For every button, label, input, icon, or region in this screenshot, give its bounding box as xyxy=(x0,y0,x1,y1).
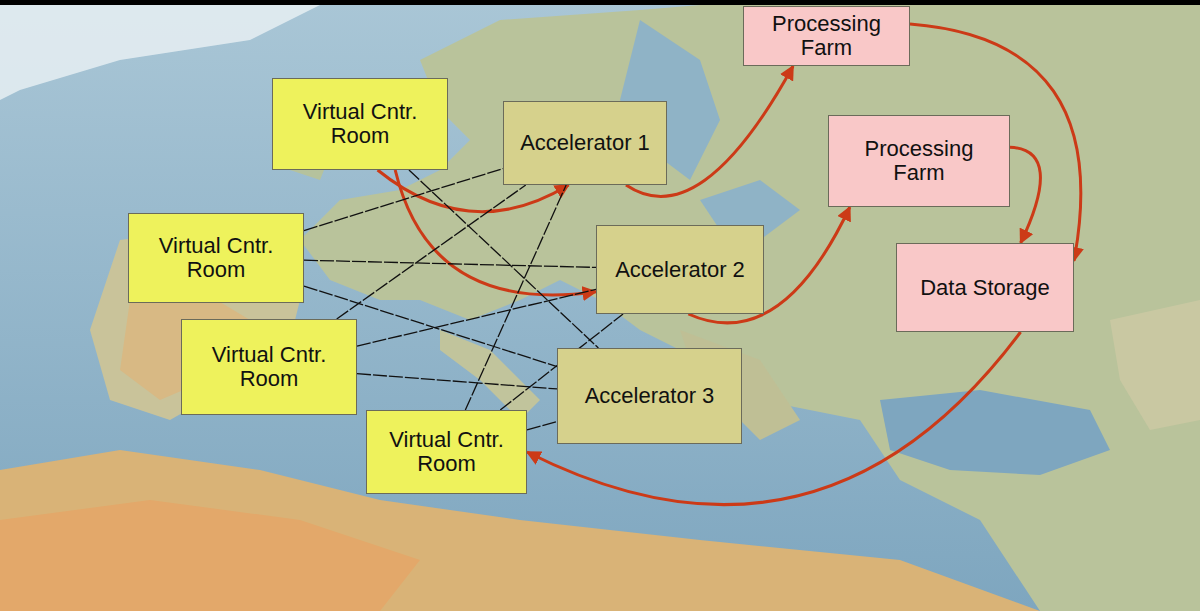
control-room-box: Virtual Cntr. Room xyxy=(181,319,357,415)
node-label: Virtual Cntr. Room xyxy=(190,343,348,391)
accelerator-box: Accelerator 3 xyxy=(557,348,742,444)
link-line xyxy=(357,374,557,389)
node-label: Virtual Cntr. Room xyxy=(137,234,295,282)
processing-box: Processing Farm xyxy=(743,6,910,66)
node-label: Processing Farm xyxy=(837,137,1001,185)
control-room-box: Virtual Cntr. Room xyxy=(366,410,527,494)
node-label: Virtual Cntr. Room xyxy=(281,100,439,148)
link-line xyxy=(465,185,566,410)
link-line xyxy=(337,185,526,319)
control-room-box: Virtual Cntr. Room xyxy=(128,213,304,303)
flow-arrow xyxy=(1010,147,1040,243)
node-label: Accelerator 3 xyxy=(585,384,715,408)
link-line xyxy=(357,289,596,346)
flow-arrow xyxy=(527,332,1021,505)
link-line xyxy=(527,422,557,430)
link-line xyxy=(409,170,598,348)
flow-arrow xyxy=(395,170,596,295)
node-label: Accelerator 1 xyxy=(520,131,650,155)
accelerator-box: Accelerator 1 xyxy=(503,101,667,185)
node-label: Processing Farm xyxy=(752,12,901,60)
storage-box: Data Storage xyxy=(896,243,1074,332)
link-line xyxy=(304,260,596,267)
link-line xyxy=(304,169,503,231)
node-label: Data Storage xyxy=(920,276,1050,300)
control-room-box: Virtual Cntr. Room xyxy=(272,78,448,170)
accelerator-box: Accelerator 2 xyxy=(596,225,764,314)
node-label: Virtual Cntr. Room xyxy=(375,428,518,476)
processing-box: Processing Farm xyxy=(828,115,1010,207)
node-label: Accelerator 2 xyxy=(615,258,745,282)
